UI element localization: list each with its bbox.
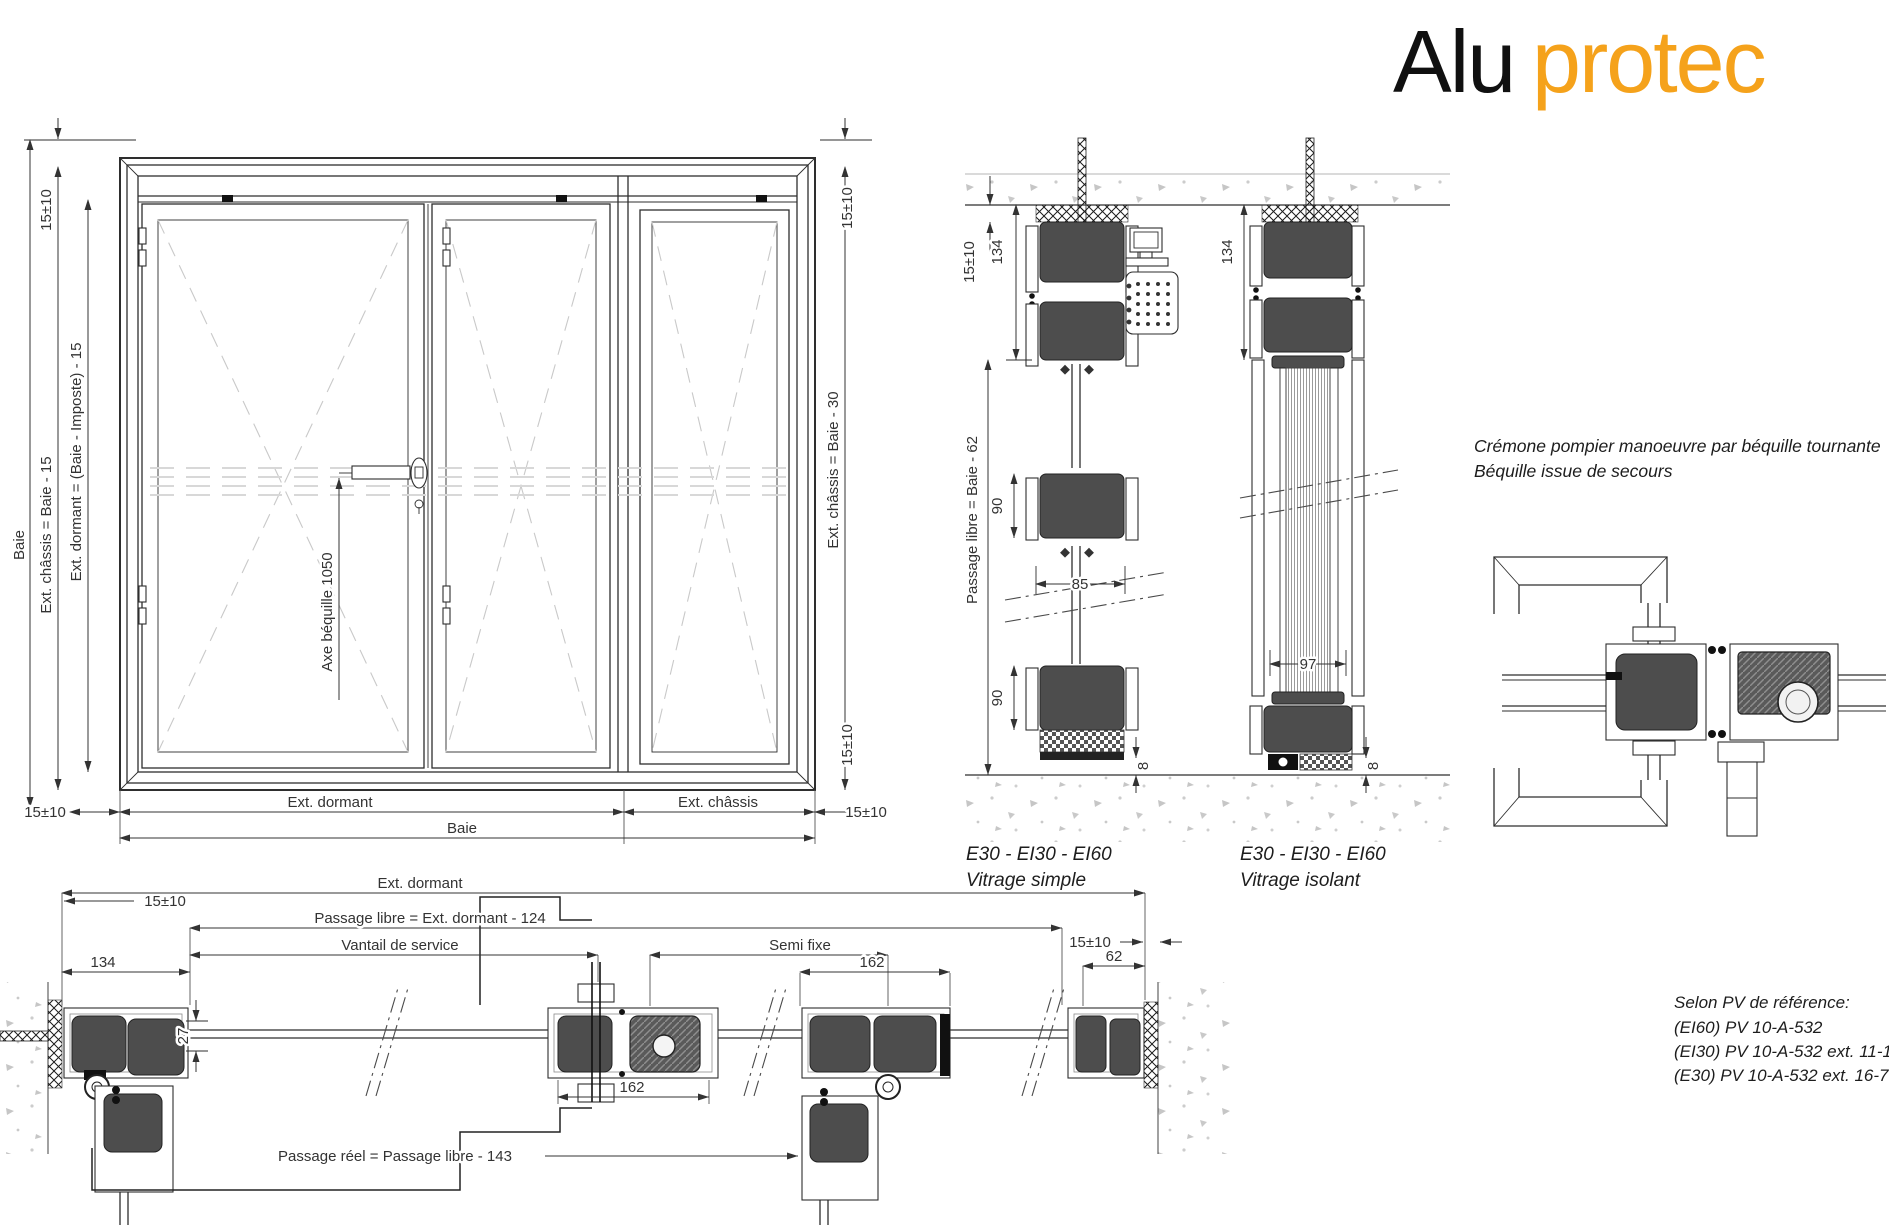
- plan-dim-162-center: 162: [619, 1079, 644, 1096]
- insulation-joint: [1035, 204, 1129, 223]
- frame-profile-right: [1067, 1007, 1145, 1079]
- cremone-note: Crémone pompier manoeuvre par béquille t…: [1474, 436, 1881, 481]
- plan-dim-27: 27: [175, 1028, 192, 1045]
- dim-ext-dormant-left: Ext. dormant = (Baie - Imposte) - 15: [68, 343, 85, 582]
- elevation-dimensions: Baie Ext. châssis = Baie - 15 15±10 Ext.…: [9, 118, 889, 844]
- plan-dim-passage-reel: Passage réel = Passage libre - 143: [278, 1148, 512, 1165]
- plan-dim-162-right: 162: [859, 954, 884, 971]
- pull-handle-lower-icon: [1493, 768, 1668, 827]
- dim-gap-top-right: 15±10: [839, 187, 856, 229]
- rating-isolant: E30 - EI30 - EI60: [1240, 844, 1386, 865]
- plan-dim-gap-right: 15±10: [1069, 934, 1111, 951]
- pull-handle-upper-icon: [1493, 556, 1668, 614]
- door-closer-device-icon: [1125, 227, 1179, 335]
- open-leaf-right: [801, 1088, 879, 1225]
- anchor-rod-icon: [0, 1030, 49, 1042]
- dim-gap-top-left: 15±10: [38, 189, 55, 231]
- panic-bar-lower-icon: [91, 1107, 592, 1191]
- cylinder-icon: [1777, 681, 1819, 723]
- cremone-line-2: Béquille issue de secours: [1474, 461, 1673, 481]
- dim-134-isolant: 134: [1219, 239, 1236, 264]
- glazing-isolant: Vitrage isolant: [1240, 870, 1361, 891]
- dim-gap-section-simple: 15±10: [961, 241, 978, 283]
- wall-right: [1158, 982, 1230, 1154]
- dim-gap-right-lower: 15±10: [839, 724, 856, 766]
- dim-134-simple: 134: [989, 239, 1006, 264]
- plan-dim-ext-dormant: Ext. dormant: [377, 875, 463, 892]
- reference-line-2: (EI30) PV 10-A-532 ext. 11-1: [1674, 1042, 1889, 1061]
- rating-simple: E30 - EI30 - EI60: [966, 844, 1112, 865]
- frame-profile-left: [63, 1007, 189, 1080]
- imposte-clip-icon: [222, 195, 233, 202]
- dim-8-simple: 8: [1135, 762, 1152, 770]
- cylinder-icon: [652, 1034, 676, 1058]
- plan-dim-passage-libre: Passage libre = Ext. dormant - 124: [314, 910, 545, 927]
- hinge-pivot-icon: [875, 1074, 901, 1100]
- glazing-simple: Vitrage simple: [966, 870, 1086, 891]
- meeting-stile-semi-fixed: [801, 1007, 951, 1079]
- insulated-glazing: [1285, 367, 1331, 693]
- door-handle-icon: [351, 457, 428, 514]
- dim-gap-bottom-right: 15±10: [845, 804, 887, 821]
- reference-title: Selon PV de référence:: [1674, 993, 1850, 1012]
- vertical-section-simple: 15±10 134 Passage libre = Baie - 62 90 8…: [959, 137, 1179, 793]
- meeting-stile-center: [91, 896, 719, 1191]
- open-leaf-left: [94, 1085, 174, 1225]
- plan-dimensions: Ext. dormant 15±10 Passage libre = Ext. …: [61, 873, 1182, 1168]
- dim-baie-bottom: Baie: [447, 820, 477, 837]
- dim-85: 85: [1072, 576, 1089, 593]
- cremone-line-1: Crémone pompier manoeuvre par béquille t…: [1474, 436, 1881, 456]
- dim-97: 97: [1300, 656, 1317, 673]
- reference-line-1: (EI60) PV 10-A-532: [1674, 1018, 1823, 1037]
- dim-axe-bequille: Axe béquille 1050: [319, 552, 336, 671]
- imposte-clip-icon: [756, 195, 767, 202]
- wall-left: [0, 982, 48, 1154]
- fixed-panel: [617, 176, 790, 772]
- lever-handle-icon: [1717, 741, 1765, 837]
- logo-text-alu: Alu: [1393, 12, 1514, 111]
- plan-section: [0, 896, 1230, 1225]
- dim-ext-chassis-right: Ext. châssis = Baie - 30: [825, 391, 842, 548]
- dim-ext-dormant-bottom: Ext. dormant: [287, 794, 373, 811]
- dim-8-isolant: 8: [1365, 762, 1382, 770]
- dim-passage-libre-simple: Passage libre = Baie - 62: [964, 436, 981, 604]
- plan-dim-134: 134: [90, 954, 115, 971]
- logo: Alu protec: [1393, 12, 1767, 111]
- plan-dim-62: 62: [1106, 948, 1123, 965]
- logo-text-protec: protec: [1532, 12, 1765, 111]
- vertical-section-isolant: 134 97 8: [1217, 137, 1399, 793]
- handle-detail: [1493, 556, 1886, 837]
- plan-dim-semi-fixe: Semi fixe: [769, 937, 831, 954]
- dim-ext-chassis-bottom: Ext. châssis: [678, 794, 758, 811]
- dim-baie-left: Baie: [11, 530, 28, 560]
- reference-note: Selon PV de référence: (EI60) PV 10-A-53…: [1674, 993, 1889, 1085]
- plan-dim-gap-left: 15±10: [144, 893, 186, 910]
- dim-90-bottom: 90: [989, 690, 1006, 707]
- hinge-icon: [138, 227, 451, 625]
- imposte-clip-icon: [556, 195, 567, 202]
- section-captions: E30 - EI30 - EI60 Vitrage simple E30 - E…: [966, 844, 1386, 891]
- dim-gap-bottom-left: 15±10: [24, 804, 66, 821]
- panic-bar-upper-icon: [479, 896, 592, 1005]
- reference-line-3: (E30) PV 10-A-532 ext. 16-7: [1674, 1066, 1889, 1085]
- insulation-joint: [1261, 204, 1359, 223]
- door-elevation: [24, 139, 872, 791]
- threshold: [1039, 729, 1125, 753]
- section-slabs: [965, 173, 1450, 842]
- dim-90-top: 90: [989, 498, 1006, 515]
- dim-ext-chassis-left: Ext. châssis = Baie - 15: [38, 456, 55, 613]
- plan-dim-vantail: Vantail de service: [341, 937, 458, 954]
